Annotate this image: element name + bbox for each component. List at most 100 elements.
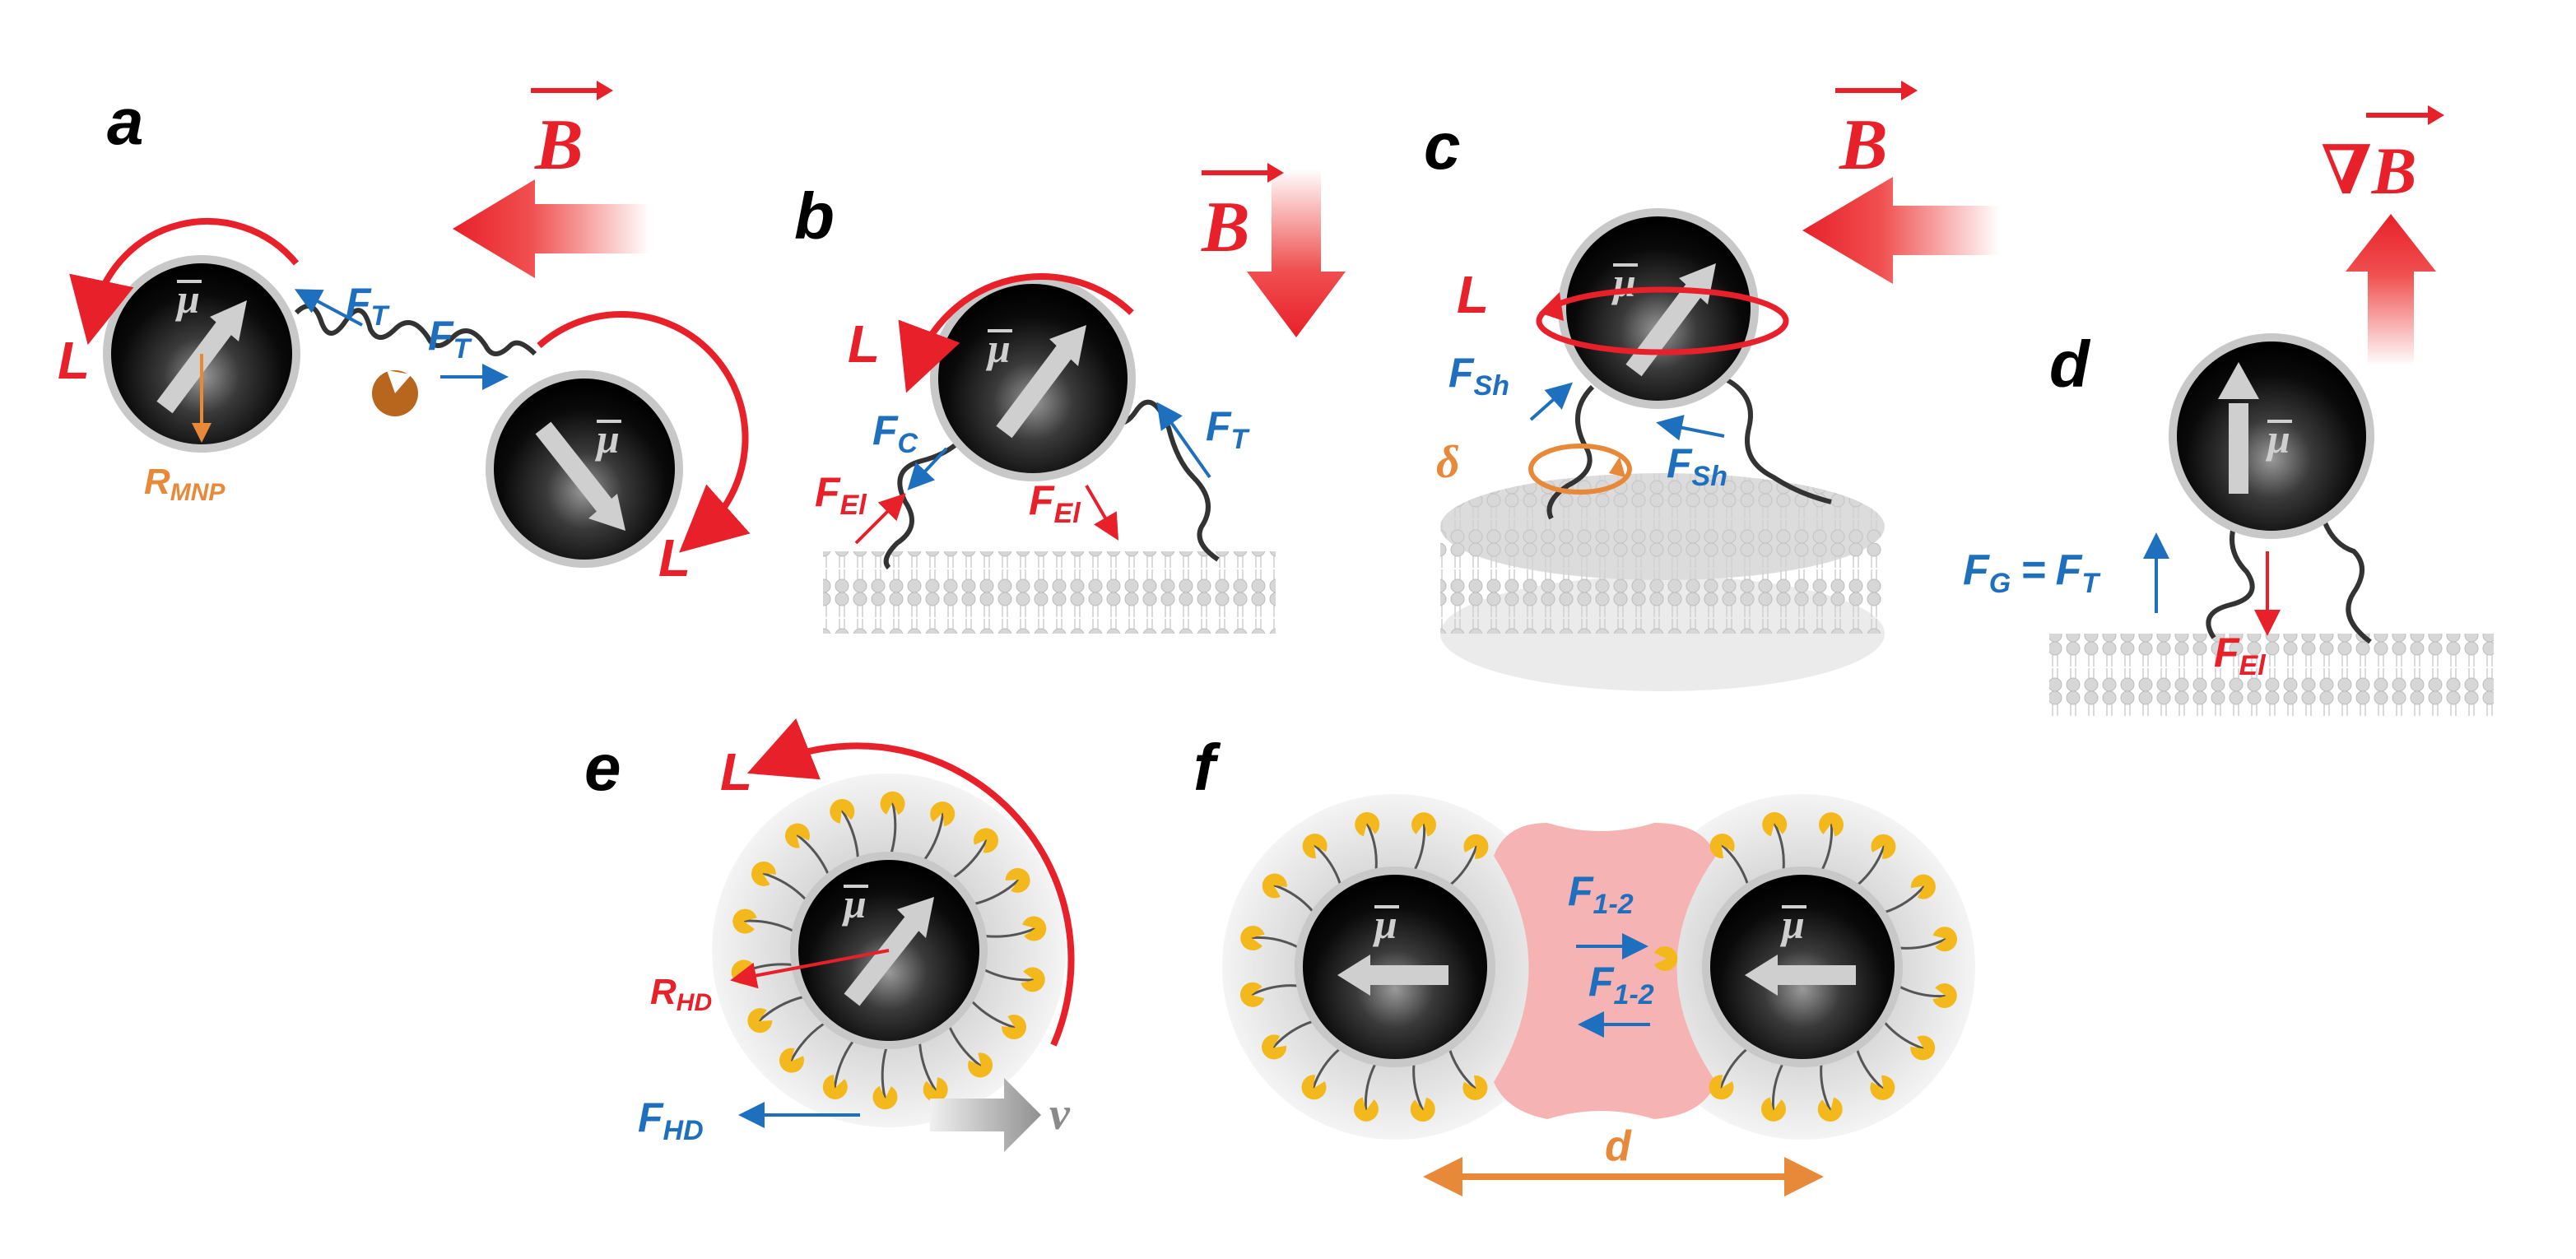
ligand-linker [1773, 822, 1785, 871]
tether-b-right [1092, 399, 1220, 562]
radius-hd-label-e: RHD [650, 972, 712, 1016]
force-tether-arrow-a-1 [294, 289, 363, 327]
ligand-receptor [822, 1075, 848, 1099]
ligand-linker [952, 839, 988, 879]
ligand-receptor [1871, 834, 1896, 859]
interaction-region-f [1494, 823, 1716, 1119]
ligand-linker [1820, 1063, 1832, 1112]
ligand-linker [923, 812, 945, 862]
ligand-receptor [1353, 1097, 1379, 1122]
ligand-receptor [1709, 1075, 1734, 1100]
radius-label-a: RMNP [144, 462, 226, 506]
ligand-linker [1412, 1063, 1425, 1112]
nanoparticle-c: μ [1558, 208, 1759, 409]
field-arrow-left [453, 179, 650, 278]
panel-d-letter: d [2049, 328, 2091, 401]
ligand-linker [1312, 1048, 1341, 1089]
ligand-receptor [732, 908, 757, 934]
torque-arc-a-2 [537, 310, 751, 553]
force-tether-label-a-1: FT [346, 280, 391, 332]
force-tether-label-a-2: FT [428, 313, 473, 365]
ligand-receptor [1302, 834, 1328, 859]
svg-text:B: B [534, 105, 584, 185]
nanoparticle-f-right: μ [1702, 866, 1903, 1067]
torque-arc-b [898, 273, 1134, 393]
force-c-arrow-b [907, 447, 948, 490]
ligand-receptor [1022, 916, 1047, 941]
panel-a-letter: a [107, 85, 144, 158]
ligand-linker [1272, 1020, 1314, 1049]
ligand-linker [743, 919, 795, 932]
ligand-linker [948, 1025, 983, 1067]
nanoparticle-d: μ [2169, 333, 2374, 539]
vesicle-membrane-c [1440, 473, 1885, 691]
b-vector-label-c: B [1835, 81, 1918, 185]
ligand-linker [1449, 844, 1478, 886]
b-vector-label-b: B [1201, 163, 1284, 267]
svg-text:μ: μ [174, 276, 200, 322]
ligand-bridge [1654, 946, 1678, 971]
membrane-d [2049, 634, 2494, 716]
force-el-arrow-b-left [854, 493, 906, 545]
svg-text:μ: μ [841, 880, 867, 927]
ligand-linker [974, 878, 1021, 906]
ligands-e [731, 791, 1047, 1110]
ligand-receptor [1410, 1097, 1435, 1122]
ligand-receptor [1910, 1035, 1936, 1061]
ligand-linker [1719, 1048, 1748, 1089]
ligand-receptor [872, 1085, 898, 1110]
ligand-linker [1771, 1062, 1784, 1111]
ligand-receptor [1021, 967, 1045, 992]
ligand-receptor [1240, 925, 1265, 950]
force-12-label-bottom: F1-2 [1588, 959, 1654, 1010]
ligand-receptor [784, 823, 810, 848]
velocity-arrow-e [930, 1078, 1041, 1152]
panel-c: c B μ L FSh [1424, 81, 2000, 691]
force-12-label-top: F1-2 [1568, 868, 1634, 920]
torque-label-e: L [720, 742, 752, 801]
gradb-label-d: ∇B [2321, 105, 2444, 208]
ligand-linker [757, 995, 804, 1023]
panel-f: f μ μ F1-2 F1-2 d [1193, 731, 1975, 1196]
ligand-linker [1720, 843, 1750, 885]
torque-label-a-2: L [658, 528, 690, 588]
svg-text:∇B: ∇B [2321, 133, 2416, 208]
ligand-linker [795, 834, 830, 876]
nanoparticle-a-2: μ [486, 370, 683, 568]
force-el-label-b-left: FEl [815, 469, 867, 521]
force-c-label-b: FC [872, 407, 918, 459]
ligand-linker [1365, 822, 1378, 871]
svg-text:μ: μ [1611, 259, 1636, 305]
gradient-arrow-up [2346, 214, 2436, 366]
panel-e-letter: e [584, 731, 621, 804]
ligand-receptor [747, 1008, 773, 1034]
ligand-linker [1250, 984, 1299, 997]
torque-label-c: L [1457, 265, 1489, 324]
separation-label-f: d [1605, 1122, 1632, 1170]
ligand-receptor [930, 801, 956, 826]
ligand-receptor [1910, 874, 1936, 899]
ligand-linker [1857, 844, 1886, 886]
ligand-receptor [1932, 927, 1957, 952]
ligand-receptor [880, 791, 905, 815]
nanoparticle-b: μ [930, 276, 1136, 481]
tether-d-left [2206, 513, 2255, 639]
ligand-receptor [1462, 1075, 1488, 1100]
ligand-linker [1883, 1021, 1925, 1050]
ligand-receptor [1262, 873, 1287, 899]
ligand-linker [789, 1022, 825, 1062]
ligand-receptor [923, 1077, 948, 1103]
ligand-linker [1272, 884, 1314, 913]
ligand-receptor [1870, 1075, 1895, 1100]
field-arrow-down [1247, 169, 1346, 337]
ligand-receptor [1301, 1075, 1327, 1100]
ligand-receptor [1005, 867, 1030, 893]
field-arrow-left-c [1802, 177, 2000, 284]
ligand-linker [1413, 823, 1426, 871]
force-el-arrow-b-right [1085, 484, 1119, 541]
ligand-linker [1899, 937, 1947, 950]
svg-text:μ: μ [1372, 901, 1397, 947]
ligand-receptor [1240, 982, 1265, 1007]
torque-arc-a-1 [69, 218, 300, 346]
